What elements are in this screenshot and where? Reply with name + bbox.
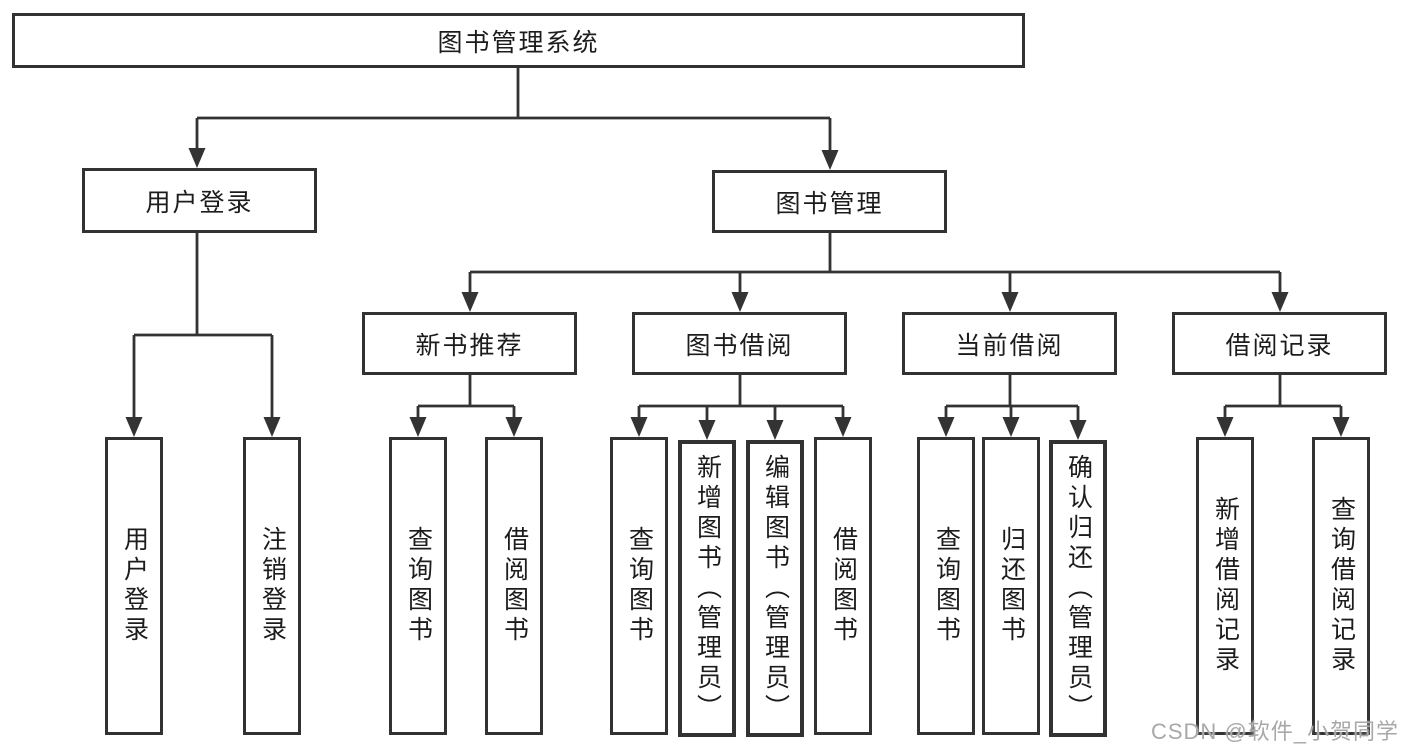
arrow-down-icon (409, 417, 427, 437)
arrowheads (125, 148, 1350, 440)
csdn-watermark: CSDN @软件_小贺同学 (1150, 719, 1399, 744)
arrow-down-icon (188, 148, 206, 168)
leaf-add-book-admin: 新增图书（管理员） (678, 440, 736, 737)
node-user-login: 用户登录 (82, 168, 317, 233)
arrow-down-icon (125, 417, 143, 437)
arrow-down-icon (1216, 417, 1234, 437)
connector-borrow-record-to-leaves (1223, 375, 1343, 419)
arrow-down-icon (937, 417, 955, 437)
connector-root-to-level1 (195, 68, 832, 152)
node-current-borrow: 当前借阅 (902, 312, 1117, 375)
leaf-user-login: 用户登录 (105, 437, 163, 735)
node-book-borrow: 图书借阅 (632, 312, 847, 375)
leaf-edit-book-admin: 编辑图书（管理员） (746, 440, 804, 737)
arrow-down-icon (630, 417, 648, 437)
connector-user-login-to-leaves (132, 233, 274, 419)
leaf-add-borrow-record: 新增借阅记录 (1196, 437, 1254, 735)
leaf-query-book: 查询图书 (917, 437, 975, 735)
arrow-down-icon (821, 150, 839, 170)
arrow-down-icon (1271, 292, 1289, 312)
arrow-down-icon (766, 420, 784, 440)
leaf-query-book: 查询图书 (389, 437, 447, 735)
leaf-query-book: 查询图书 (610, 437, 668, 735)
node-borrow-record: 借阅记录 (1172, 312, 1387, 375)
arrow-down-icon (461, 292, 479, 312)
leaf-return-book: 归还图书 (982, 437, 1040, 735)
leaf-borrow-book: 借阅图书 (814, 437, 872, 735)
arrow-down-icon (1001, 292, 1019, 312)
connector-book-mgmt-to-level2 (468, 233, 1282, 294)
arrow-down-icon (1332, 417, 1350, 437)
arrow-down-icon (263, 417, 281, 437)
leaf-confirm-return-admin: 确认归还（管理员） (1049, 440, 1107, 737)
connector-current-borrow-to-leaves (944, 375, 1080, 422)
connector-book-borrow-to-leaves (637, 375, 845, 422)
arrow-down-icon (1002, 417, 1020, 437)
leaf-logout: 注销登录 (243, 437, 301, 735)
leaf-query-borrow-record: 查询借阅记录 (1312, 437, 1370, 735)
connector-new-book-to-leaves (416, 375, 516, 419)
arrow-down-icon (731, 292, 749, 312)
leaf-borrow-book: 借阅图书 (485, 437, 543, 735)
node-library-system: 图书管理系统 (12, 13, 1025, 68)
arrow-down-icon (505, 417, 523, 437)
node-new-book-recommend: 新书推荐 (362, 312, 577, 375)
arrow-down-icon (834, 417, 852, 437)
arrow-down-icon (698, 420, 716, 440)
arrow-down-icon (1069, 420, 1087, 440)
node-book-management: 图书管理 (712, 170, 947, 233)
